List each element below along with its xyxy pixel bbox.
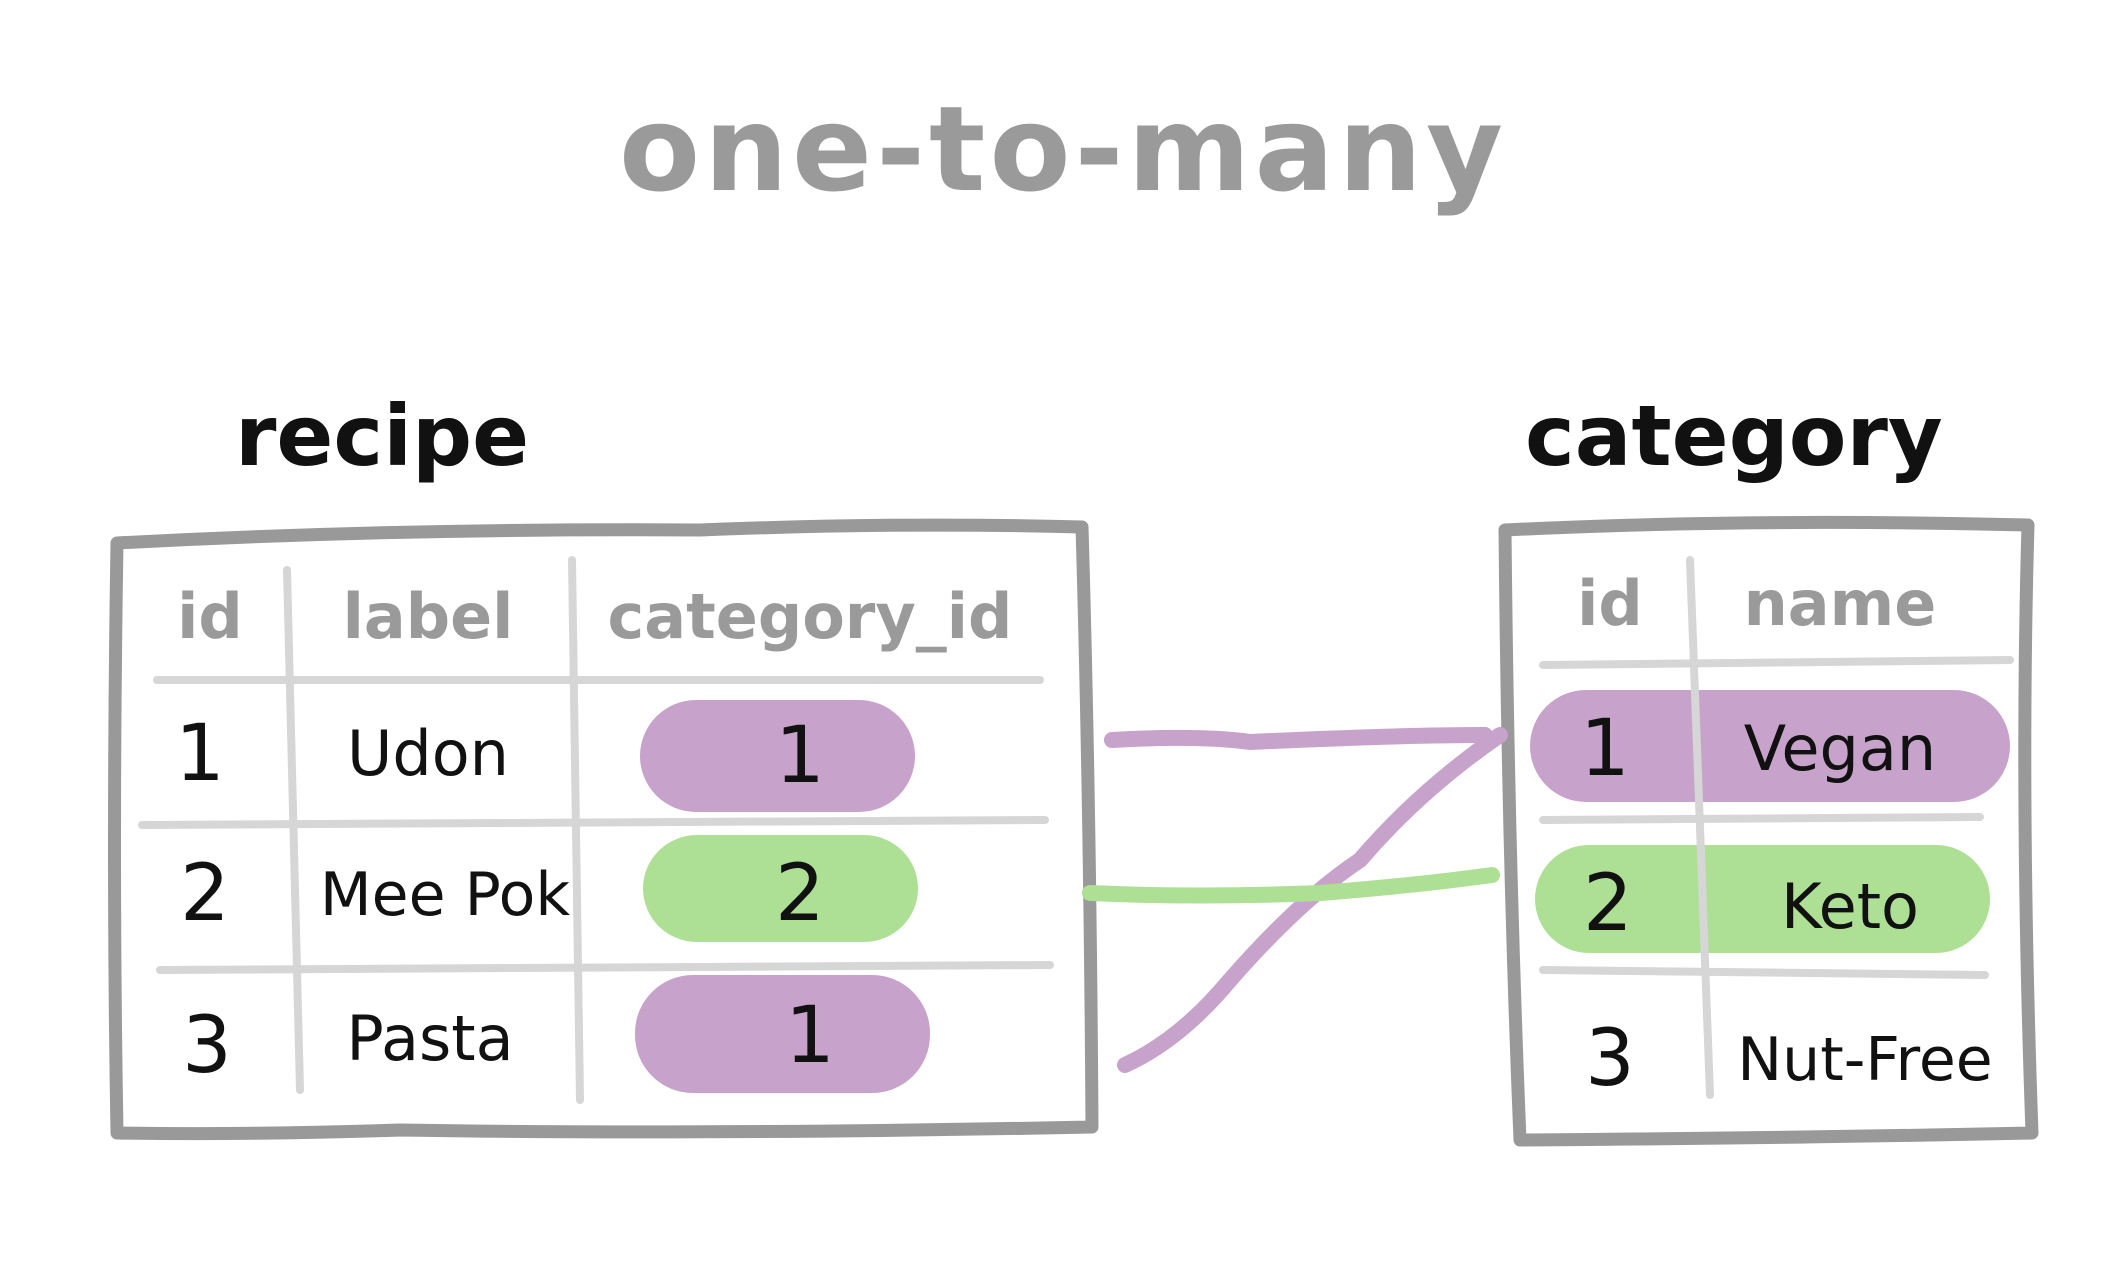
category-table-title: category	[1525, 387, 1943, 485]
recipe-row-2-id: 2	[180, 849, 230, 939]
recipe-row-1-id: 1	[175, 709, 225, 799]
diagram-title: one-to-many	[619, 80, 1507, 218]
category-table-border	[1498, 515, 2039, 1147]
category-highlight-row-1	[1530, 690, 2010, 802]
category-header-name: name	[1744, 567, 1937, 640]
recipe-table-title: recipe	[235, 387, 529, 485]
link-pasta-to-vegan	[1117, 727, 1508, 1073]
recipe-header-category-id: category_id	[608, 580, 1013, 653]
recipe-row-3-category-id: 1	[785, 991, 835, 1081]
category-highlight-row-2	[1535, 845, 1990, 953]
recipe-header-id: id	[177, 580, 243, 653]
recipe-table-grid	[138, 556, 1054, 1104]
recipe-row-1-category-id: 1	[775, 711, 825, 801]
recipe-highlight-row-1	[640, 700, 915, 812]
link-meepok-to-keto	[1082, 867, 1500, 904]
recipe-table-border	[108, 518, 1099, 1141]
relationship-links	[1082, 727, 1508, 1073]
recipe-row-2-category-id: 2	[775, 849, 825, 939]
recipe-row-1-label: Udon	[347, 717, 509, 790]
category-row-2-id: 2	[1583, 859, 1633, 949]
link-udon-to-vegan	[1104, 727, 1493, 751]
recipe-row-2-label: Mee Pok	[320, 860, 570, 930]
category-header-id: id	[1577, 567, 1643, 640]
category-table-grid	[1539, 556, 2014, 1099]
recipe-row-3-label: Pasta	[346, 1002, 513, 1075]
recipe-row-3-id: 3	[182, 1001, 232, 1091]
recipe-highlight-row-2	[643, 835, 918, 942]
category-row-1-id: 1	[1580, 704, 1630, 794]
category-row-1-name: Vegan	[1744, 712, 1936, 785]
category-row-2-name: Keto	[1781, 870, 1919, 943]
category-row-3-name: Nut-Free	[1737, 1025, 1992, 1095]
category-row-3-id: 3	[1585, 1014, 1635, 1104]
recipe-highlight-row-3	[635, 975, 930, 1093]
recipe-header-label: label	[343, 580, 514, 653]
